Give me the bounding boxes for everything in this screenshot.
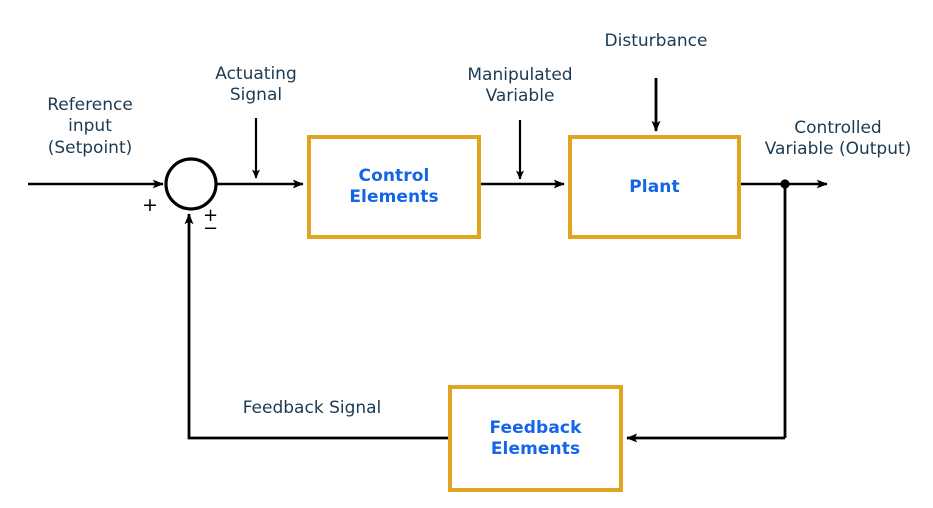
- block-feedback-elements-label: Feedback Elements: [489, 417, 582, 459]
- label-actuating-signal: Actuating Signal: [215, 64, 297, 106]
- block-feedback-elements[interactable]: Feedback Elements: [448, 385, 623, 492]
- label-controlled-variable: Controlled Variable (Output): [764, 118, 912, 160]
- sign-feedback-minus: −: [203, 217, 219, 239]
- label-disturbance: Disturbance: [604, 31, 708, 51]
- label-manipulated-variable: Manipulated Variable: [467, 65, 573, 107]
- summing-junction: [164, 157, 218, 211]
- sign-feedback-plus: +: [203, 205, 219, 226]
- block-control-elements-label: Control Elements: [349, 166, 439, 207]
- wire-feedback-signal: [184, 213, 448, 440]
- block-control-elements[interactable]: Control Elements: [307, 135, 481, 239]
- sign-feedback-plus-minus: + −: [203, 205, 219, 239]
- sign-reference-positive: +: [142, 194, 158, 216]
- block-plant-label: Plant: [629, 176, 680, 197]
- label-reference-input: Reference input (Setpoint): [47, 95, 133, 158]
- block-plant[interactable]: Plant: [568, 135, 741, 239]
- label-feedback-signal: Feedback Signal: [242, 398, 382, 418]
